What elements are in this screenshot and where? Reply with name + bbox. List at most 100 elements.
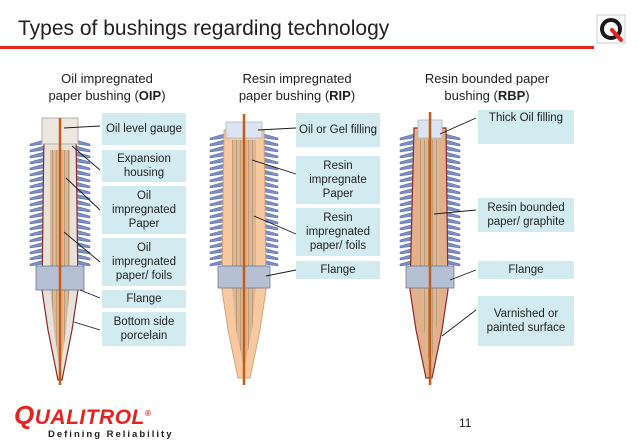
shed [75, 217, 91, 225]
shed [445, 205, 461, 213]
label-resin-impregnate-paper: Resin impregnate Paper [296, 156, 380, 204]
shed [209, 217, 225, 225]
shed [445, 193, 461, 201]
shed [445, 175, 461, 183]
label-resin-impregnated-foils: Resin impregnated paper/ foils [296, 208, 380, 256]
shed [263, 145, 279, 153]
shed [209, 151, 225, 159]
shed [209, 241, 225, 249]
shed [29, 229, 45, 237]
shed [29, 199, 45, 207]
shed [209, 247, 225, 255]
shed [209, 199, 225, 207]
heading-rbp: Resin bounded paper bushing (RBP) [424, 71, 550, 103]
label-oip-flange: Flange [102, 290, 186, 308]
qualitrol-logo: QUALITROL® Defining Reliability [14, 400, 174, 440]
shed [445, 181, 461, 189]
rbp-bushing [399, 112, 461, 385]
shed [75, 235, 91, 243]
shed [29, 205, 45, 213]
shed [209, 169, 225, 177]
shed [399, 145, 415, 153]
heading-rip: Resin impregnated paper bushing (RIP) [238, 71, 356, 103]
shed [263, 181, 279, 189]
label-expansion-housing: Expansion housing [102, 150, 186, 182]
shed [399, 157, 415, 165]
shed [399, 163, 415, 171]
label-oil-or-gel-filling: Oil or Gel filling [296, 113, 380, 147]
shed [209, 223, 225, 231]
label-oil-impregnated-foils: Oil impregnated paper/ foils [102, 238, 186, 286]
shed [29, 151, 45, 159]
shed [29, 145, 45, 153]
shed [399, 151, 415, 159]
shed [263, 247, 279, 255]
shed [29, 181, 45, 189]
shed [445, 223, 461, 231]
shed [445, 157, 461, 165]
shed [75, 205, 91, 213]
heading-oip: Oil impregnated paper bushing (OIP) [48, 71, 166, 103]
shed [209, 229, 225, 237]
shed [75, 211, 91, 219]
label-thick-oil-filling: Thick Oil filling [478, 110, 574, 144]
shed [75, 223, 91, 231]
qualitrol-q-icon [596, 14, 626, 44]
shed [29, 193, 45, 201]
shed [263, 241, 279, 249]
page-number: 11 [459, 416, 472, 430]
shed [263, 187, 279, 195]
shed [75, 169, 91, 177]
shed [263, 133, 279, 141]
shed [445, 229, 461, 237]
rip-bushing [209, 114, 279, 385]
shed [75, 229, 91, 237]
shed [75, 181, 91, 189]
shed [263, 205, 279, 213]
label-bottom-side-porcelain: Bottom side porcelain [102, 312, 186, 346]
shed [263, 151, 279, 159]
shed [263, 211, 279, 219]
label-oil-impregnated-paper: Oil impregnated Paper [102, 186, 186, 234]
shed [75, 175, 91, 183]
shed [445, 217, 461, 225]
shed [445, 145, 461, 153]
shed [29, 217, 45, 225]
brand-tagline: Defining Reliability [48, 429, 174, 440]
shed [445, 169, 461, 177]
shed [263, 235, 279, 243]
shed [75, 163, 91, 171]
shed [399, 169, 415, 177]
shed [445, 151, 461, 159]
shed [445, 199, 461, 207]
shed [263, 157, 279, 165]
shed [29, 157, 45, 165]
slide-title: Types of bushings regarding technology [18, 17, 390, 40]
shed [209, 145, 225, 153]
shed [29, 169, 45, 177]
shed [29, 235, 45, 243]
shed [399, 139, 415, 147]
shed [209, 157, 225, 165]
shed [29, 163, 45, 171]
shed [263, 139, 279, 147]
shed [29, 211, 45, 219]
shed [263, 193, 279, 201]
shed [263, 199, 279, 207]
shed [209, 175, 225, 183]
shed [263, 169, 279, 177]
shed [75, 241, 91, 249]
shed [445, 241, 461, 249]
title-rule [0, 46, 594, 49]
shed [445, 187, 461, 195]
shed [209, 181, 225, 189]
leader-lines [63, 117, 477, 337]
shed [445, 163, 461, 171]
shed [75, 157, 91, 165]
shed [209, 133, 225, 141]
shed [209, 139, 225, 147]
shed [209, 205, 225, 213]
shed [209, 211, 225, 219]
rbp-sheds [399, 133, 461, 267]
